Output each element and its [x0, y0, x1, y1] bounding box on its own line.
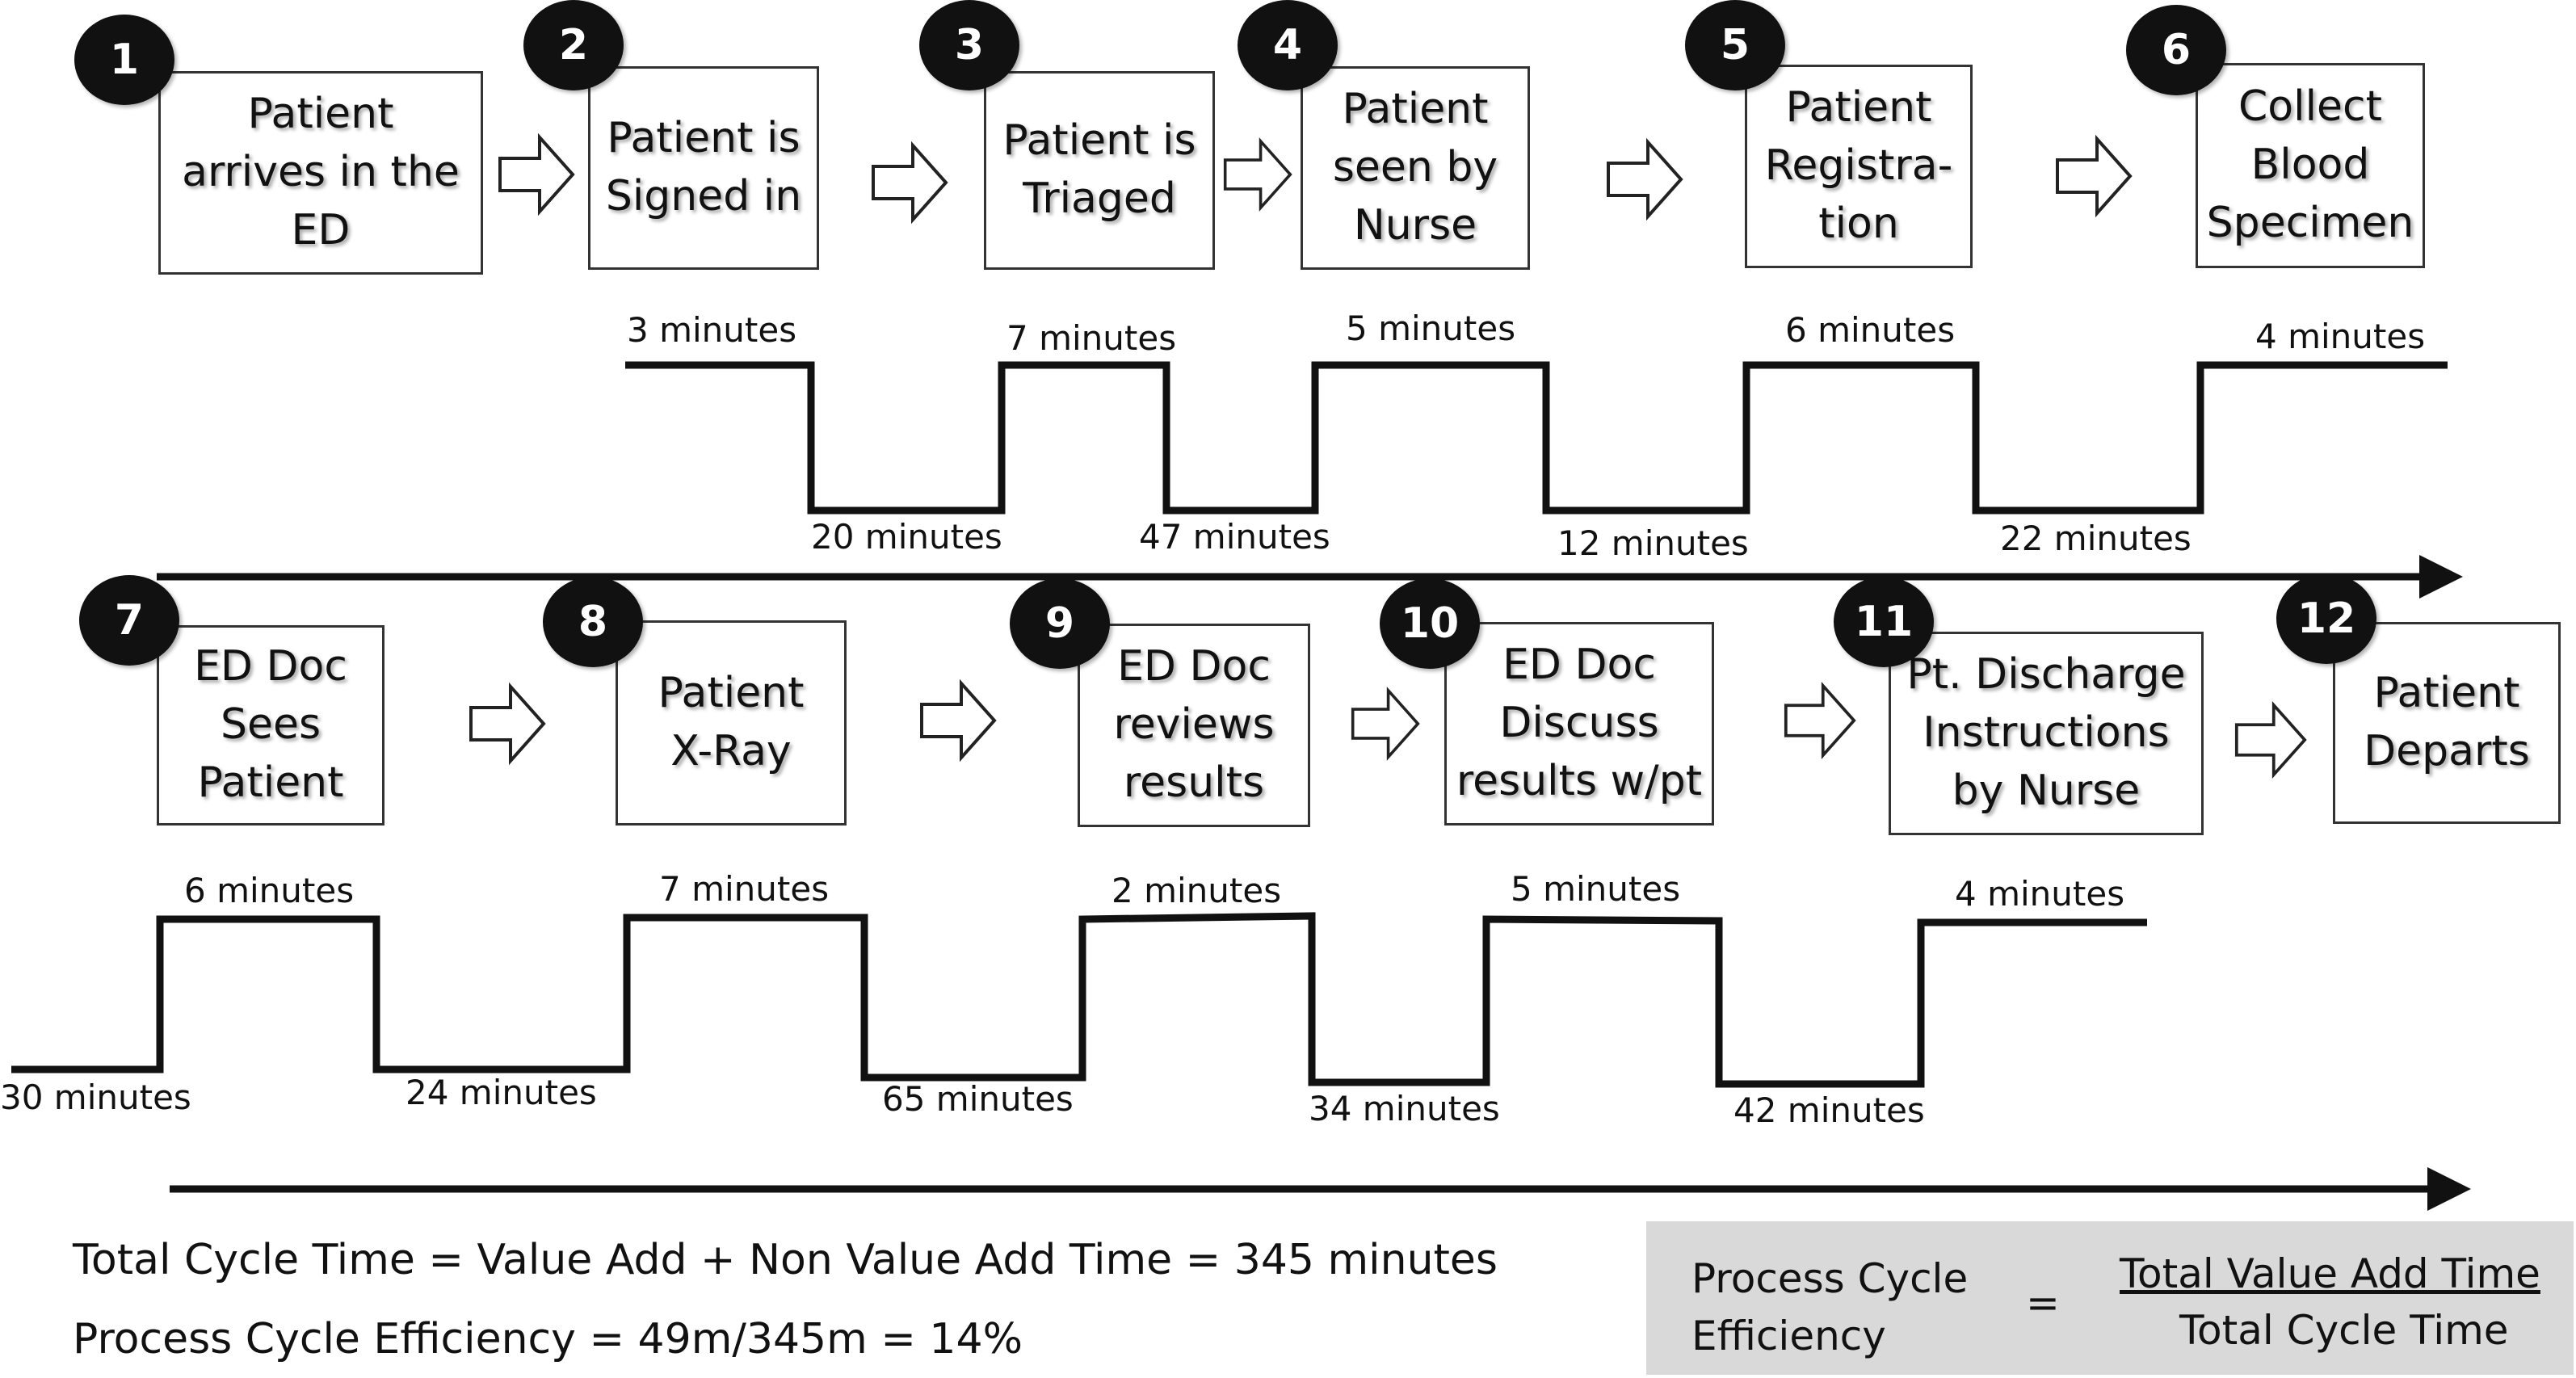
- value-add-time-label: 4 minutes: [2255, 317, 2426, 356]
- formula-equals-sign: =: [2026, 1279, 2060, 1326]
- wait-time-label: 22 minutes: [2000, 519, 2191, 558]
- value-add-time-label: 5 minutes: [1511, 869, 1681, 909]
- step-box-1: Patient arrives in the ED: [158, 71, 483, 275]
- flow-arrow-icon: [1606, 137, 1683, 221]
- value-add-time-label: 3 minutes: [627, 310, 797, 350]
- value-add-time-label: 5 minutes: [1346, 309, 1516, 348]
- value-add-time-label: 7 minutes: [1006, 318, 1177, 358]
- value-add-time-label: 7 minutes: [659, 869, 830, 909]
- flow-arrow-icon: [871, 141, 948, 225]
- step-box-12: Patient Departs: [2333, 622, 2561, 824]
- step-number-badge-5: 5: [1685, 0, 1785, 90]
- step-number-badge-1: 1: [74, 15, 174, 105]
- step-box-4: Patient seen by Nurse: [1301, 66, 1530, 270]
- wait-time-label: 20 minutes: [811, 517, 1002, 557]
- value-add-time-label: 4 minutes: [1955, 874, 2125, 914]
- step-box-9: ED Doc reviews results: [1078, 624, 1310, 827]
- formula-left-term: Process Cycle Efficiency: [1691, 1255, 1969, 1359]
- flow-arrow-icon: [469, 682, 546, 766]
- wait-time-label: 42 minutes: [1733, 1090, 1925, 1130]
- flow-arrow-icon: [2234, 700, 2307, 780]
- wait-time-label: 34 minutes: [1309, 1089, 1500, 1128]
- step-number-badge-4: 4: [1238, 0, 1338, 90]
- step-box-6: Collect Blood Specimen: [2196, 63, 2425, 268]
- wait-time-label: 47 minutes: [1139, 517, 1330, 557]
- step-number-badge-9: 9: [1010, 578, 1110, 669]
- flow-arrow-icon: [1784, 680, 1856, 761]
- value-add-time-label: 2 minutes: [1112, 871, 1282, 910]
- value-add-time-label: 6 minutes: [184, 871, 355, 910]
- wait-time-label: 30 minutes: [0, 1078, 191, 1117]
- timeline-row2-waveform: [11, 912, 2147, 1088]
- flow-arrow-icon: [2055, 134, 2133, 218]
- step-box-10: ED Doc Discuss results w/pt: [1444, 622, 1714, 826]
- flow-arrow-icon: [919, 678, 997, 763]
- formula-denominator: Total Cycle Time: [2179, 1307, 2509, 1354]
- step-number-badge-11: 11: [1834, 577, 1934, 667]
- flow-arrow-icon: [1351, 683, 1420, 764]
- process-cycle-efficiency-text: Process Cycle Efficiency = 49m/345m = 14…: [73, 1315, 1023, 1363]
- flow-arrow-icon: [498, 132, 575, 216]
- formula-numerator: Total Value Add Time: [2120, 1250, 2540, 1297]
- step-box-8: Patient X-Ray: [616, 620, 847, 826]
- step-number-badge-12: 12: [2276, 573, 2376, 664]
- step-box-3: Patient is Triaged: [984, 71, 1215, 270]
- step-box-5: Patient Registra- tion: [1745, 65, 1973, 268]
- flow-arrow-icon: [1223, 134, 1292, 215]
- step-number-badge-10: 10: [1380, 578, 1480, 669]
- step-number-badge-6: 6: [2126, 5, 2226, 95]
- step-number-badge-7: 7: [79, 575, 179, 666]
- step-box-7: ED Doc Sees Patient: [157, 625, 385, 826]
- wait-time-label: 24 minutes: [406, 1073, 597, 1112]
- step-number-badge-2: 2: [523, 0, 624, 90]
- wait-time-label: 65 minutes: [882, 1079, 1074, 1119]
- timeline-row1-waveform: [625, 361, 2448, 515]
- total-cycle-time-text: Total Cycle Time = Value Add + Non Value…: [73, 1236, 1498, 1284]
- wait-time-label: 12 minutes: [1557, 523, 1749, 563]
- value-add-time-label: 6 minutes: [1785, 310, 1956, 350]
- step-number-badge-8: 8: [543, 577, 643, 667]
- efficiency-formula-box: Process Cycle Efficiency = Total Value A…: [1646, 1221, 2574, 1375]
- step-box-11: Pt. Discharge Instructions by Nurse: [1889, 632, 2204, 835]
- step-box-2: Patient is Signed in: [588, 66, 819, 270]
- step-number-badge-3: 3: [919, 0, 1019, 90]
